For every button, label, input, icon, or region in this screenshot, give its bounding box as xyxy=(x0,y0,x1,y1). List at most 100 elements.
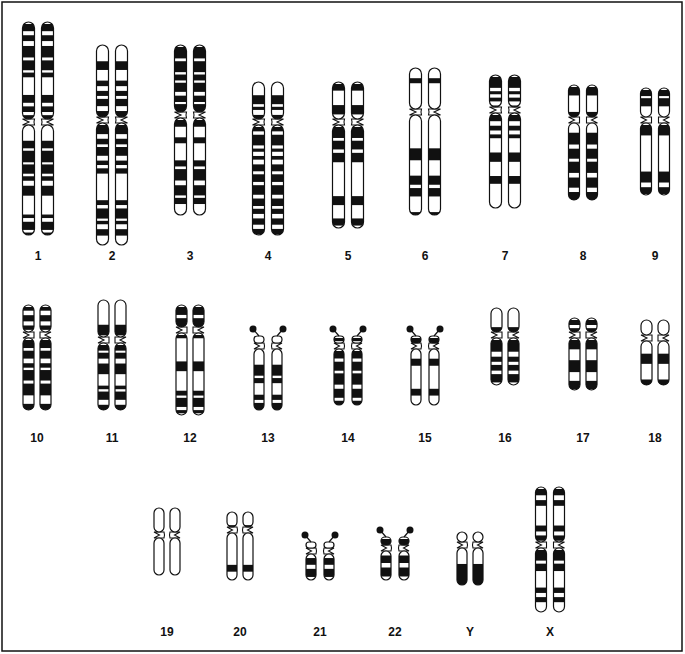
chromatid-arm xyxy=(42,125,54,235)
centromere xyxy=(429,109,441,115)
centromere xyxy=(116,117,128,123)
satellite xyxy=(280,326,287,333)
chromatid-arm xyxy=(508,308,519,332)
chromosome-band xyxy=(536,564,547,571)
centromere xyxy=(40,332,51,338)
chromosome-band xyxy=(23,325,34,329)
chromosome-band xyxy=(97,111,109,117)
chromosome-band xyxy=(587,133,598,145)
chromosome-band xyxy=(115,325,126,336)
chromosome xyxy=(536,487,565,612)
chromosome-band xyxy=(352,373,362,384)
chromatid-arm xyxy=(306,542,316,548)
chromatid-arm xyxy=(352,336,362,343)
chromatid-arm xyxy=(569,85,580,117)
chromosome-band xyxy=(23,106,35,112)
chromosome-band xyxy=(333,127,345,138)
chromatid-outline xyxy=(272,349,282,410)
chromosome-band xyxy=(352,218,364,225)
chromosome-band xyxy=(23,215,35,219)
chromosome xyxy=(410,68,441,216)
chromosome-band xyxy=(641,90,652,96)
chromatid-outline xyxy=(176,333,187,415)
chromatid-arm xyxy=(98,343,109,410)
chromosome-band xyxy=(97,221,109,224)
chromatid-arm xyxy=(410,68,422,109)
chromosome-band xyxy=(491,365,502,371)
chromatid-outline xyxy=(587,123,598,200)
chromosome-band xyxy=(253,209,265,214)
chromosome-band xyxy=(554,588,565,593)
chromosome-band xyxy=(509,98,521,102)
chromatid-arm xyxy=(586,338,597,390)
chromosome-band xyxy=(586,320,597,325)
chromatid-arm xyxy=(116,123,128,245)
chromosome-band xyxy=(554,489,565,495)
chromosome-band xyxy=(659,98,670,106)
chromosome-band xyxy=(23,151,35,163)
chromosome-band xyxy=(272,135,284,146)
chromosome-band xyxy=(554,597,565,602)
chromosome-band xyxy=(227,565,237,572)
centromere xyxy=(333,119,345,125)
chromatid-arm xyxy=(227,512,237,527)
chromatid-outline xyxy=(253,82,265,119)
chromatid-arm xyxy=(333,82,345,119)
chromosome-band xyxy=(429,359,439,366)
chromosome-band xyxy=(23,315,34,321)
chromatid-outline xyxy=(42,125,54,235)
chromatid-outline xyxy=(429,68,441,109)
chromatid-outline xyxy=(658,320,669,335)
chromosome-band xyxy=(333,196,345,205)
chromosome-band xyxy=(254,378,264,383)
chromosome-band xyxy=(116,61,128,70)
centromere xyxy=(193,327,204,333)
chromosome-band xyxy=(116,139,128,145)
chromatid-outline xyxy=(243,512,253,527)
centromere xyxy=(410,109,422,115)
chromatid-arm xyxy=(254,349,264,410)
chromosome-band xyxy=(40,340,51,348)
chromosome-band xyxy=(175,61,187,72)
chromatid-outline xyxy=(193,305,204,327)
chromosome-band xyxy=(569,149,580,159)
chromosome-band xyxy=(399,556,409,564)
chromosome-band xyxy=(587,87,598,95)
chromatid-arm xyxy=(175,45,187,112)
centromere xyxy=(490,107,502,113)
chromosome-band xyxy=(569,133,580,145)
chromosome-band xyxy=(97,147,109,156)
chromosome xyxy=(97,45,128,245)
chromosome-band xyxy=(272,164,284,171)
chromatid-outline xyxy=(352,82,364,119)
chromosome-band xyxy=(509,126,521,131)
chromatid-outline xyxy=(586,338,597,390)
chromatid-arm xyxy=(658,341,669,385)
chromosome-band xyxy=(509,91,521,94)
chromosome-band xyxy=(243,565,253,572)
chromatid-outline xyxy=(410,68,422,109)
chromosome-band xyxy=(194,96,206,102)
chromatid-outline xyxy=(40,305,51,332)
chromatid-arm xyxy=(193,305,204,327)
satellite xyxy=(377,527,384,534)
chromatid-outline xyxy=(569,85,580,117)
chromatid-arm xyxy=(97,123,109,245)
chromosome-band xyxy=(569,360,580,372)
chromosome-band xyxy=(569,162,580,173)
chromosome-band xyxy=(508,374,519,382)
chromosome xyxy=(330,326,367,407)
chromatid-arm xyxy=(176,333,187,415)
chromosome-band xyxy=(193,307,204,315)
chromosome-band xyxy=(490,91,502,94)
chromosome-band xyxy=(508,365,519,371)
chromosome-band xyxy=(97,200,109,205)
chromosome-number: 12 xyxy=(183,432,196,444)
chromatid-arm xyxy=(272,336,282,343)
chromatid-outline xyxy=(411,349,421,405)
chromosome-band xyxy=(253,185,265,195)
centromere xyxy=(509,107,521,113)
chromosome-band xyxy=(272,395,282,400)
centromere xyxy=(473,542,484,548)
